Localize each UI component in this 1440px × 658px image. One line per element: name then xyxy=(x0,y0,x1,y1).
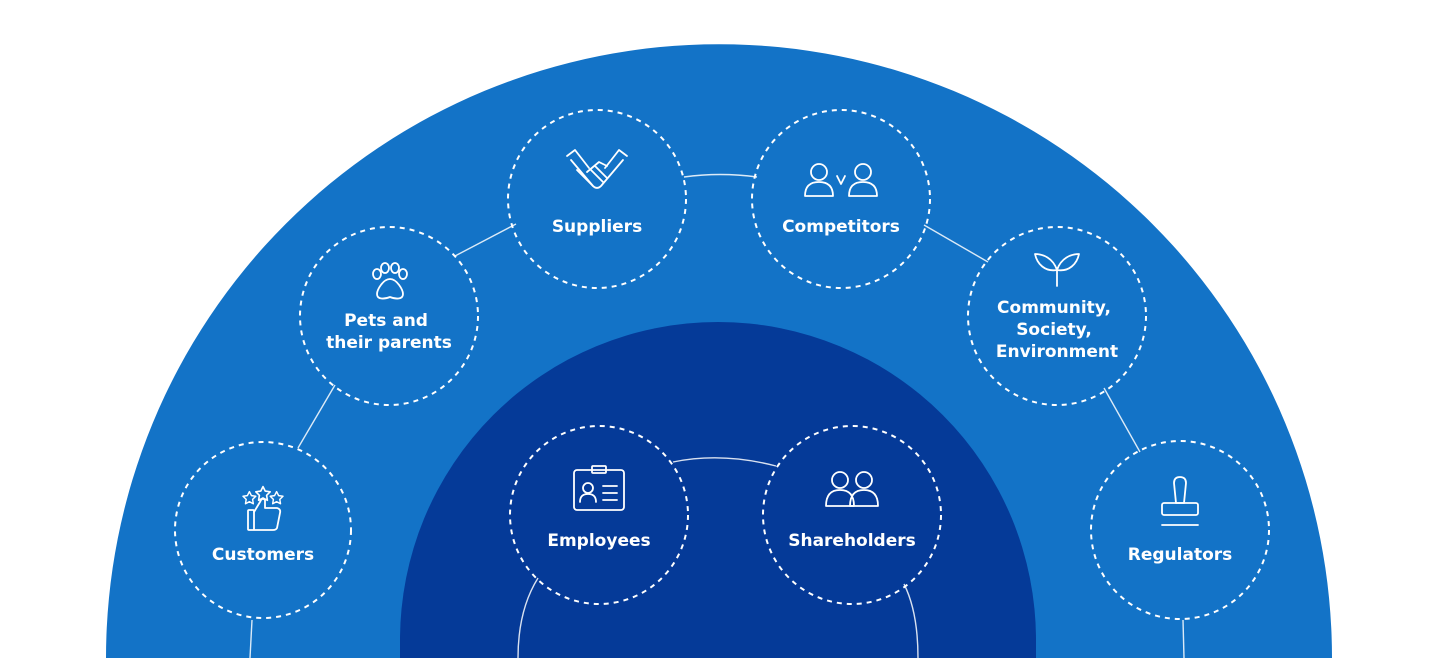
dashed-ring xyxy=(1090,440,1270,620)
stakeholder-pets: Pets and their parents xyxy=(299,226,479,406)
dashed-ring xyxy=(509,425,689,605)
stakeholder-employees: Employees xyxy=(509,425,689,605)
stakeholder-shareholders: Shareholders xyxy=(762,425,942,605)
group-people-icon xyxy=(825,471,879,507)
stakeholder-suppliers: Suppliers xyxy=(507,109,687,289)
dashed-ring xyxy=(751,109,931,289)
connector-pets-suppliers xyxy=(454,223,517,257)
stakeholder-label: Suppliers xyxy=(552,217,642,237)
handshake-icon xyxy=(566,149,628,189)
stakeholder-competitors: Competitors xyxy=(751,109,931,289)
paw-icon xyxy=(372,262,408,300)
stakeholder-label: Community, Society, Environment xyxy=(996,298,1118,362)
connector-customers-pets xyxy=(297,384,336,449)
stakeholder-label: Shareholders xyxy=(788,531,916,551)
dashed-ring xyxy=(967,226,1147,406)
dashed-ring xyxy=(299,226,479,406)
dashed-ring xyxy=(174,441,352,619)
versus-people-icon xyxy=(804,163,878,197)
stakeholder-regulators: Regulators xyxy=(1090,440,1270,620)
stakeholder-label: Employees xyxy=(547,531,650,551)
inner-stakeholder-ring xyxy=(400,322,1036,658)
stakeholder-community: Community, Society, Environment xyxy=(967,226,1147,406)
stakeholder-label: Regulators xyxy=(1128,545,1233,565)
sprout-icon xyxy=(1034,253,1080,287)
stamp-icon xyxy=(1161,476,1199,526)
id-badge-icon xyxy=(573,465,625,511)
stakeholder-customers: Customers xyxy=(174,441,352,619)
connector-employees-shareholders xyxy=(672,457,777,467)
connector-lines xyxy=(249,173,1185,658)
stakeholder-label: Customers xyxy=(212,545,314,565)
dashed-ring xyxy=(507,109,687,289)
dashed-ring xyxy=(762,425,942,605)
stakeholder-label: Competitors xyxy=(782,217,900,237)
connector-customers-bottom xyxy=(249,619,253,658)
connector-community-regulators xyxy=(1103,387,1141,453)
connector-employees-bottom xyxy=(517,577,539,658)
connector-suppliers-competitors xyxy=(683,173,758,178)
stakeholder-label: Pets and their parents xyxy=(326,311,452,353)
connector-shareholders-bottom xyxy=(903,583,919,658)
connector-competitors-community xyxy=(923,224,989,263)
thumbs-up-stars-icon xyxy=(242,485,284,531)
connector-regulators-bottom xyxy=(1182,619,1185,658)
